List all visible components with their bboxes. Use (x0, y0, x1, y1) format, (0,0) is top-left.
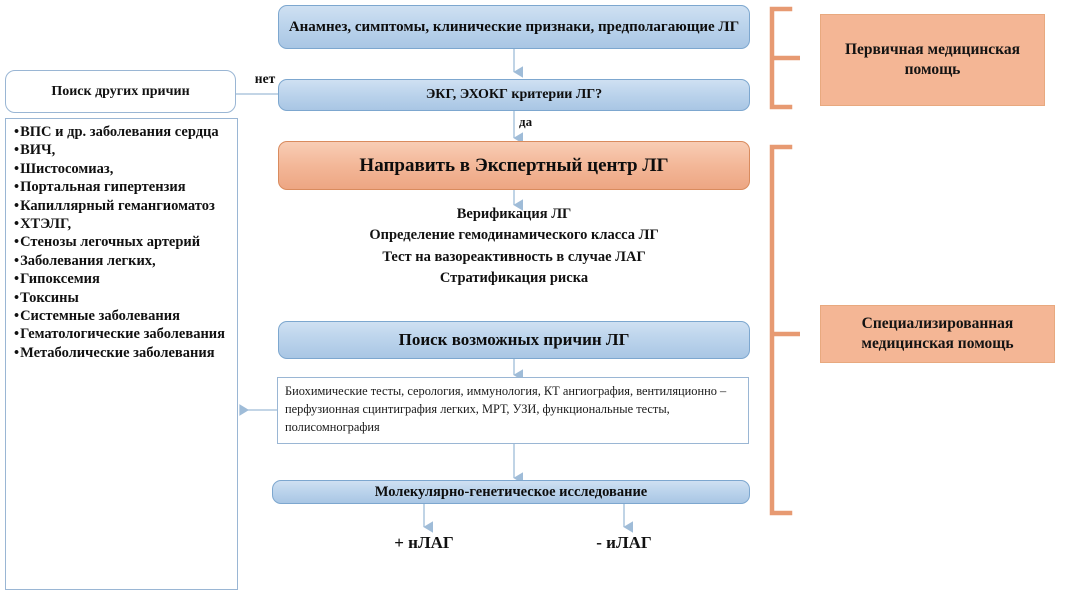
list-item: Системные заболевания (14, 307, 231, 325)
task-line: Определение гемодинамического класса ЛГ (369, 227, 659, 244)
step-genetics-label: Молекулярно-генетическое исследование (374, 483, 648, 500)
step-anamnesis-label: Анамнез, симптомы, клинические признаки,… (288, 18, 740, 35)
step-refer-to-expert-center[interactable]: Направить в Экспертный центр ЛГ (278, 141, 750, 190)
task-line: Верификация ЛГ (456, 206, 572, 222)
step-workup-label: Биохимические тесты, серология, иммуноло… (285, 384, 727, 434)
care-level-primary-label: Первичная медицинская помощь (844, 40, 1021, 78)
list-item: Гематологические заболевания (14, 325, 231, 343)
outcome-hereditary-pah: + нЛАГ (394, 533, 454, 552)
outcome-idiopathic-pah: - иЛАГ (596, 533, 652, 552)
list-item: Шистосомиаз, (14, 160, 231, 178)
branch-label-yes: да (519, 114, 533, 129)
step-molecular-genetic-testing[interactable]: Молекулярно-генетическое исследование (272, 480, 750, 504)
bracket-primary (769, 6, 800, 110)
list-item: Метаболические заболевания (14, 344, 231, 362)
step-search-causes-label: Поиск возможных причин ЛГ (398, 330, 630, 350)
step-refer-label: Направить в Экспертный центр ЛГ (359, 154, 669, 176)
expert-center-tasks: Верификация ЛГ Определение гемодинамичес… (278, 204, 750, 290)
step-anamnesis[interactable]: Анамнез, симптомы, клинические признаки,… (278, 5, 750, 49)
list-item: Портальная гипертензия (14, 178, 231, 196)
search-other-causes-box[interactable]: Поиск других причин (5, 70, 236, 113)
care-level-specialized: Специализированная медицинская помощь (820, 305, 1055, 363)
list-item: ХТЭЛГ, (14, 215, 231, 233)
list-item: Заболевания легких, (14, 252, 231, 270)
step-ecg-criteria[interactable]: ЭКГ, ЭХОКГ критерии ЛГ? (278, 79, 750, 111)
list-item: ВПС и др. заболевания сердца (14, 123, 231, 141)
list-item: Стенозы легочных артерий (14, 233, 231, 251)
step-diagnostic-workup[interactable]: Биохимические тесты, серология, иммуноло… (277, 377, 749, 444)
care-level-specialized-label: Специализированная медицинская помощь (861, 314, 1014, 352)
task-line: Тест на вазореактивность в случае ЛАГ (382, 248, 646, 265)
search-other-causes-label: Поиск других причин (51, 83, 190, 99)
task-line: Стратификация риска (439, 270, 589, 287)
list-item: ВИЧ, (14, 141, 231, 159)
step-ecg-criteria-label: ЭКГ, ЭХОКГ критерии ЛГ? (425, 87, 603, 103)
bracket-specialized (769, 144, 800, 516)
other-causes-list: ВПС и др. заболевания сердца ВИЧ, Шистос… (5, 118, 238, 590)
step-search-possible-causes[interactable]: Поиск возможных причин ЛГ (278, 321, 750, 359)
list-item: Капиллярный гемангиоматоз (14, 197, 231, 215)
care-level-primary: Первичная медицинская помощь (820, 14, 1045, 106)
list-item: Токсины (14, 289, 231, 307)
branch-label-no: нет (254, 71, 276, 86)
list-item: Гипоксемия (14, 270, 231, 288)
